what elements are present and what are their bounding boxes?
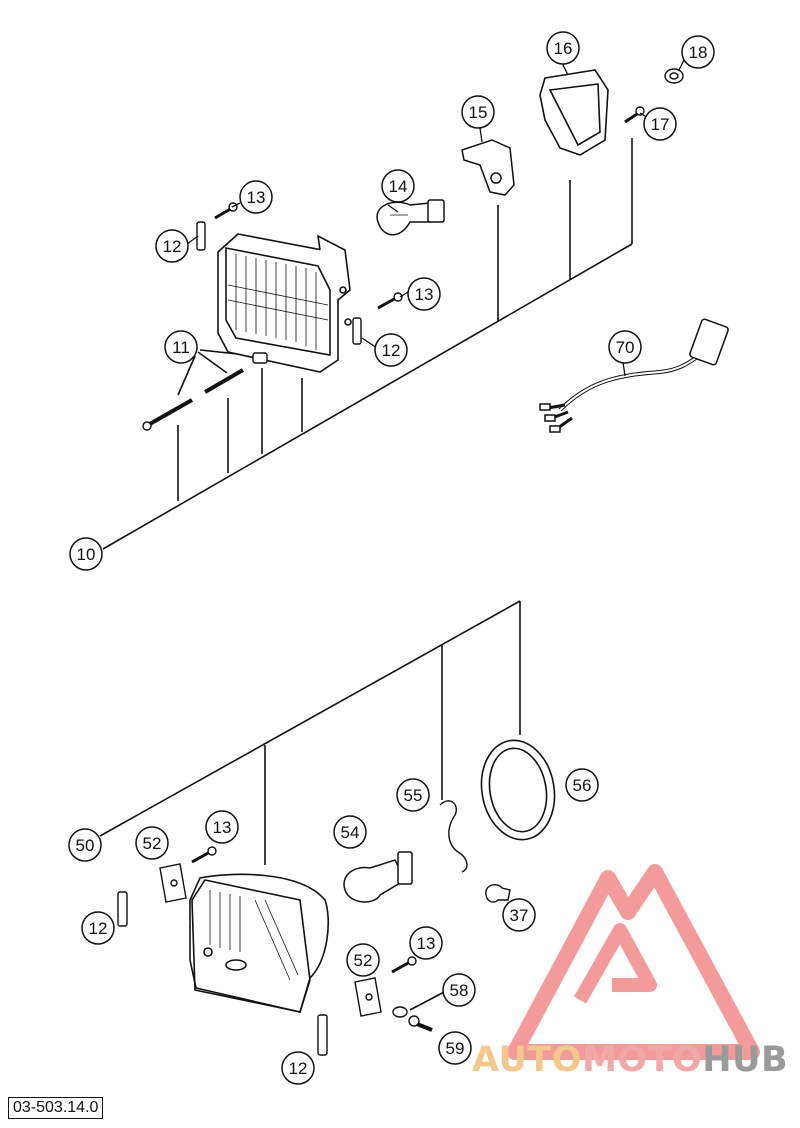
callout-13-upper-right: 13 (415, 285, 434, 304)
screw-17-part (624, 106, 645, 124)
grommet-18-part (664, 68, 684, 84)
callout-13-upper-left: 13 (247, 188, 266, 207)
callout-11: 11 (172, 338, 190, 357)
callout-16: 16 (554, 39, 573, 58)
callout-10: 10 (77, 545, 96, 564)
housing-cap-16-part (539, 69, 609, 156)
callout-50: 50 (76, 836, 95, 855)
callout-13-lower-left: 13 (213, 818, 232, 837)
callout-14: 14 (389, 177, 408, 196)
callout-circles (68, 31, 715, 1085)
bulb-14-part (376, 199, 445, 236)
headlight-unit-rectangular (217, 233, 352, 373)
lower-fasteners (117, 846, 433, 1056)
spring-clip-55-part (439, 800, 468, 873)
upper-leader-lines (102, 138, 633, 550)
bracket-15-part (461, 139, 515, 196)
callout-13-lower-right: 13 (417, 934, 436, 953)
watermark-wordmark: AUTOMOTOHUB (472, 1040, 788, 1080)
callout-52-right: 52 (354, 951, 373, 970)
watermark-part-hub: HUB (702, 1040, 789, 1080)
callout-54: 54 (341, 823, 360, 842)
bulb-37-part (485, 883, 511, 903)
callout-12-upper-left: 12 (163, 237, 182, 256)
lower-leader-lines (99, 600, 521, 1011)
wiring-harness-70-part (539, 318, 729, 433)
callout-37: 37 (510, 906, 529, 925)
bulb-54-part (343, 851, 413, 903)
callout-12-lower-bottom: 12 (289, 1059, 308, 1078)
callout-labels: 10 11 12 12 13 13 14 15 16 17 18 70 50 5… (76, 39, 708, 1078)
callout-17: 17 (651, 115, 670, 134)
watermark-part-moto: MOTO (582, 1040, 703, 1080)
callout-56: 56 (573, 776, 592, 795)
callout-15: 15 (469, 103, 488, 122)
callout-52-left: 52 (143, 834, 162, 853)
callout-18: 18 (689, 43, 708, 62)
drawing-number: 03-503.14.0 (8, 1097, 104, 1119)
watermark-part-auto: AUTO (472, 1040, 583, 1080)
callout-59: 59 (446, 1039, 465, 1058)
watermark-logo (507, 864, 760, 1060)
callout-55: 55 (404, 786, 423, 805)
rim-56-part (480, 739, 556, 841)
callout-70: 70 (616, 338, 635, 357)
headlight-unit-lower (189, 873, 330, 1013)
callout-58: 58 (450, 981, 469, 1000)
callout-12-lower-left: 12 (89, 919, 108, 938)
callout-12-upper-right: 12 (382, 341, 401, 360)
